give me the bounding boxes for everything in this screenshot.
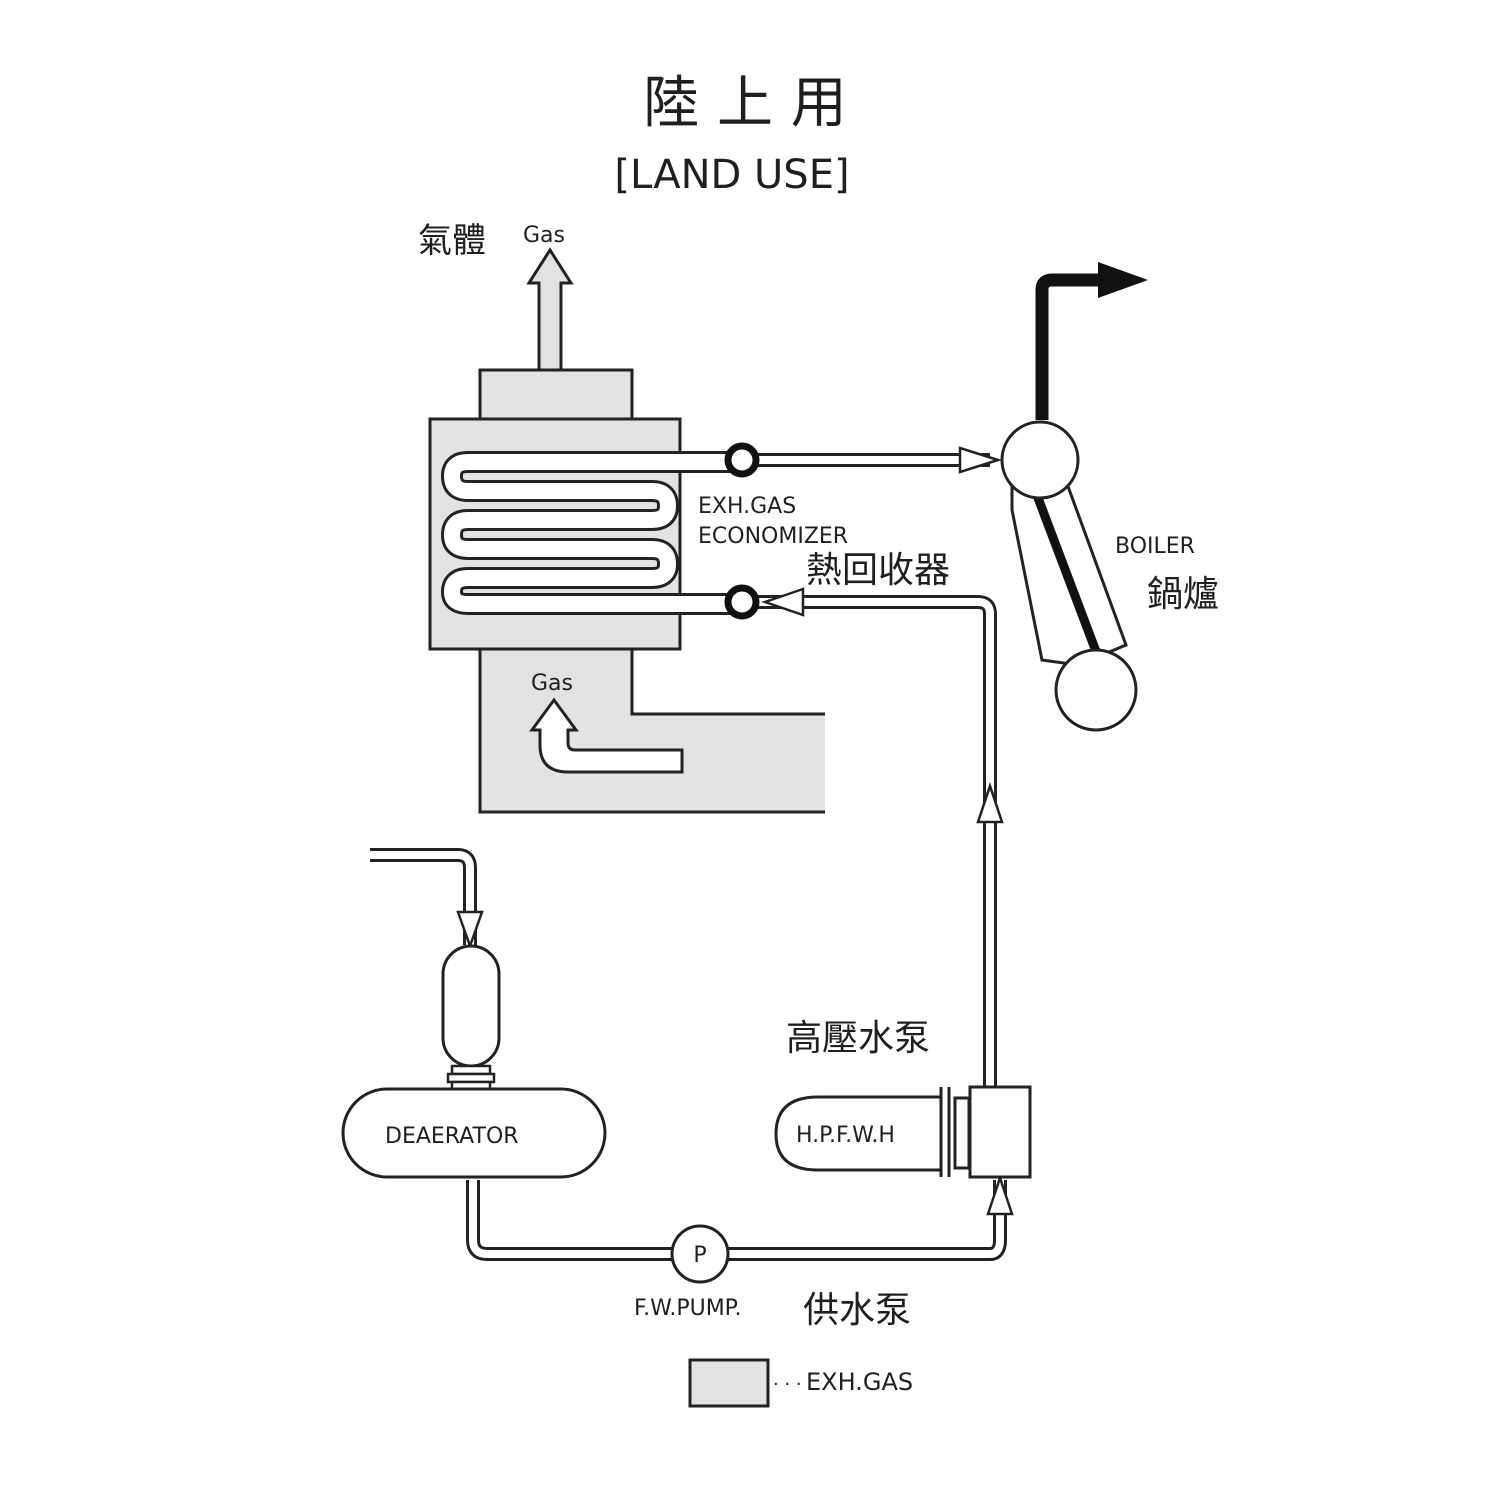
gas-outlet-arrow bbox=[526, 247, 574, 372]
arrow-into-deaerator bbox=[456, 910, 484, 950]
feed-water-pump bbox=[670, 1224, 730, 1284]
hpfwh bbox=[774, 1085, 1032, 1179]
arrow-into-hpfwh bbox=[986, 1174, 1014, 1216]
legend-swatch bbox=[688, 1358, 770, 1408]
boiler-label-cjk: 鍋爐 bbox=[1147, 574, 1219, 615]
water-piping bbox=[370, 453, 1007, 1261]
gas-out-label: Gas bbox=[523, 223, 565, 248]
title-en: [LAND USE] bbox=[614, 152, 849, 198]
flow-arrows bbox=[456, 446, 1014, 1216]
pump-symbol: P bbox=[693, 1243, 706, 1268]
boiler-steam-drum bbox=[1000, 420, 1080, 500]
economizer-label-1: EXH.GAS bbox=[698, 494, 796, 519]
hp-pump-label-cjk: 高壓水泵 bbox=[786, 1018, 930, 1059]
legend-text: EXH.GAS bbox=[806, 1368, 913, 1396]
boiler-label: BOILER bbox=[1115, 534, 1195, 559]
hpfwh-label: H.P.F.W.H bbox=[796, 1123, 895, 1148]
economizer-label-cjk: 熱回收器 bbox=[806, 550, 950, 591]
gas-in-label: Gas bbox=[531, 671, 573, 696]
legend: · · · EXH.GAS bbox=[688, 1358, 913, 1408]
economizer-outlet-ring bbox=[724, 442, 760, 478]
arrow-to-economizer bbox=[761, 587, 805, 617]
boiler-water-drum bbox=[1054, 648, 1138, 732]
arrow-to-boiler bbox=[958, 446, 1003, 474]
deaerator-label: DEAERATOR bbox=[385, 1124, 519, 1149]
legend-dots: · · · bbox=[773, 1374, 802, 1395]
deaerator bbox=[341, 944, 607, 1179]
economizer-label-2: ECONOMIZER bbox=[698, 524, 848, 549]
title-cjk: 陸 上 用 bbox=[643, 71, 847, 136]
arrow-riser-up bbox=[976, 782, 1004, 824]
economizer bbox=[428, 417, 742, 651]
economizer-inlet-ring bbox=[724, 584, 760, 620]
steam-outlet-arrowhead bbox=[1098, 262, 1148, 298]
gas-out-label-cjk: 氣體 bbox=[418, 221, 486, 261]
boiler bbox=[1000, 262, 1148, 732]
fw-pump-label-cjk: 供水泵 bbox=[803, 1290, 911, 1331]
fw-pump-label: F.W.PUMP. bbox=[634, 1296, 742, 1321]
gas-inlet-arrow bbox=[529, 697, 684, 774]
